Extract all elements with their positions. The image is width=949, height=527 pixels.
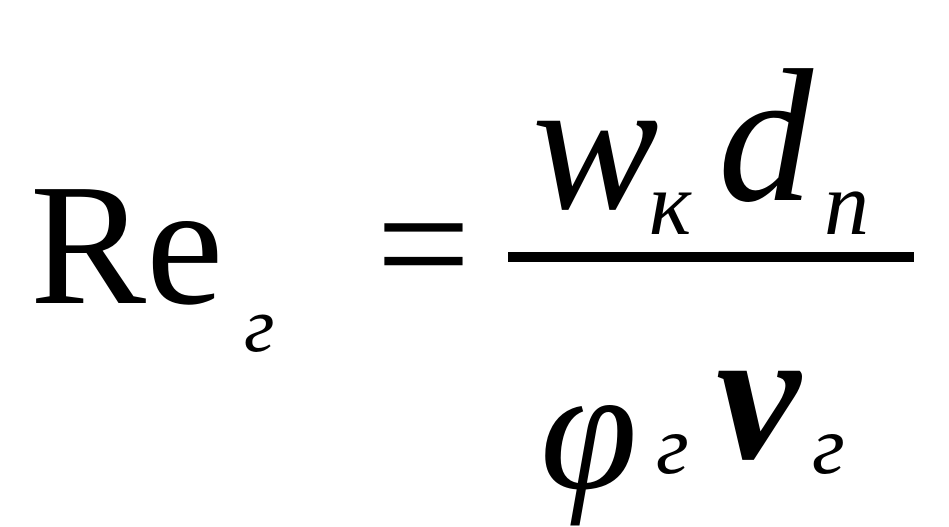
denominator-viscosity-subscript: г [812, 399, 845, 492]
numerator-velocity-symbol: w [532, 40, 659, 250]
denominator-phi-symbol: φ [540, 332, 638, 527]
reynolds-symbol: Re [30, 148, 224, 341]
numerator-diameter-subscript: n [824, 155, 869, 254]
reynolds-subscript: г [244, 281, 275, 368]
numerator-velocity-subscript: к [649, 155, 692, 254]
equals-sign: = [376, 151, 471, 337]
fraction-bar [508, 252, 914, 262]
denominator-viscosity-symbol: ν [716, 290, 801, 500]
numerator-diameter-symbol: d [718, 32, 813, 242]
denominator-phi-subscript: г [656, 399, 689, 492]
